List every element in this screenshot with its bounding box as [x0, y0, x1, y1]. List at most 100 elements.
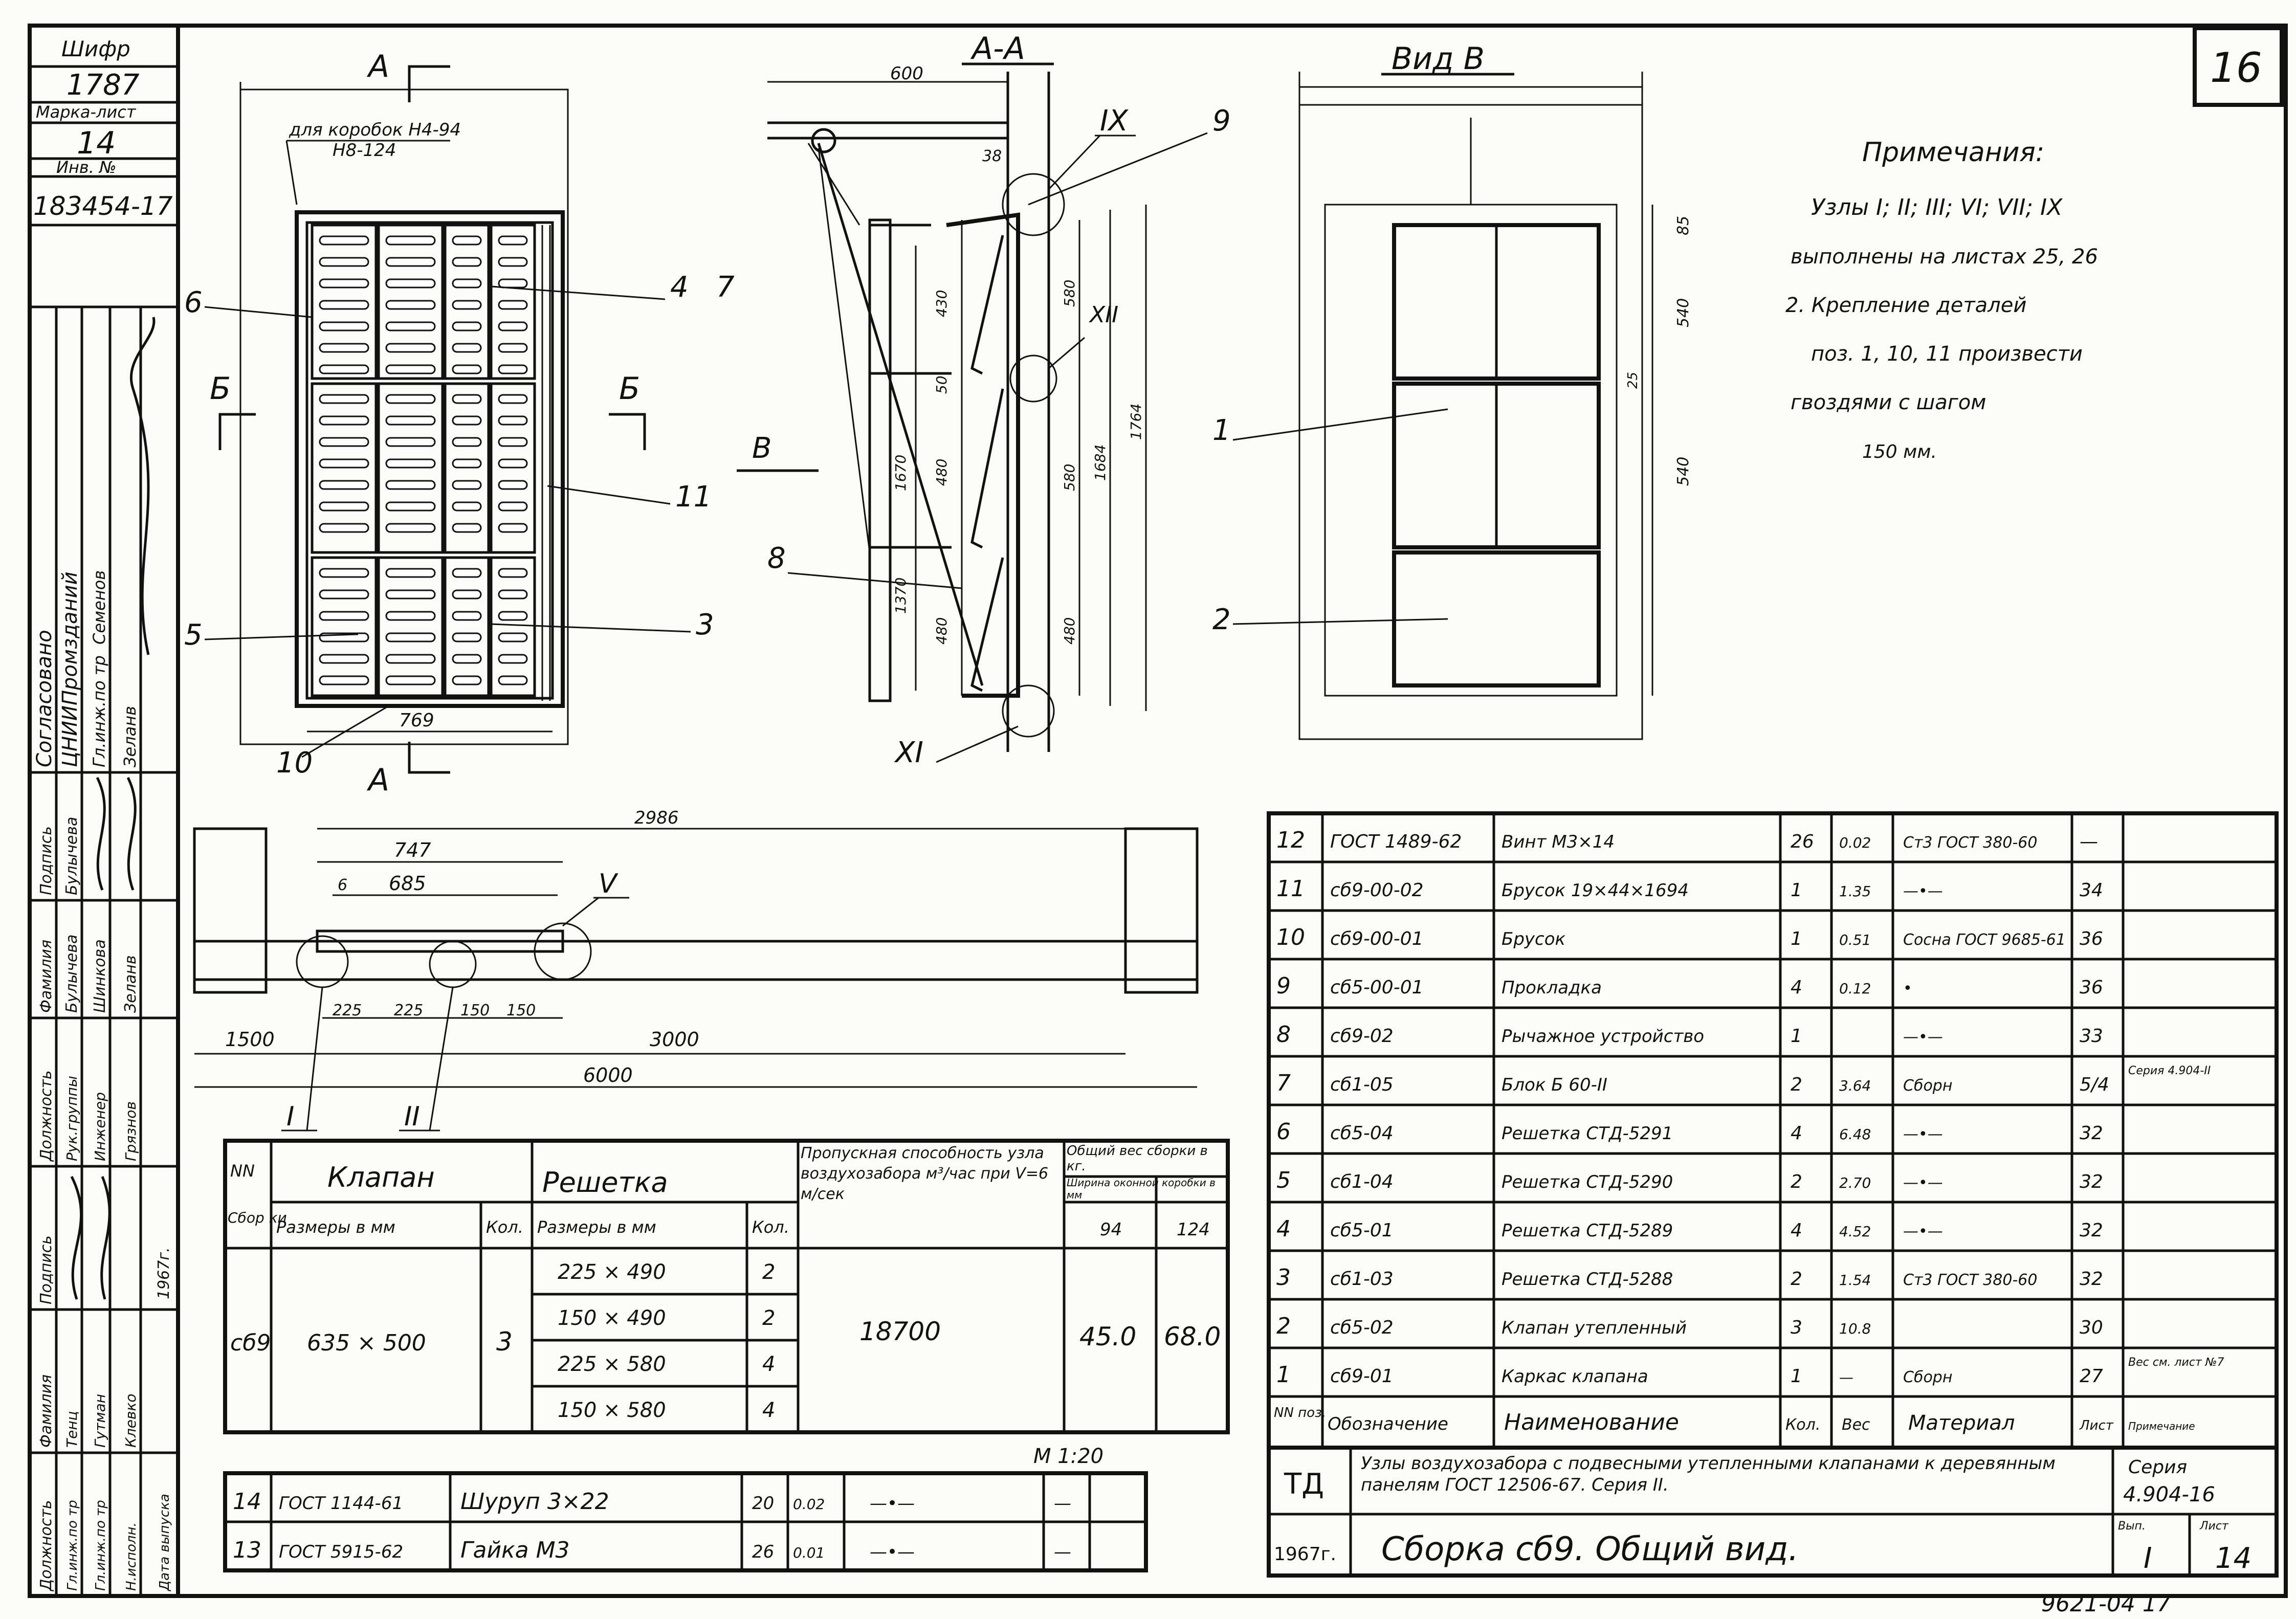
dim-580b: 580 — [1061, 464, 1078, 491]
small-spec-cell-note: — — [1054, 1493, 1071, 1514]
small-spec-cell-mat: —•— — [870, 1542, 915, 1562]
spec-cell-mass: 10.8 — [1839, 1320, 1871, 1337]
vt-h-reshetka: Решетка — [542, 1166, 668, 1199]
grille-slot — [319, 480, 369, 490]
spec-cell-mat: —•— — [1903, 1028, 1943, 1046]
plan-dim-3000: 3000 — [650, 1028, 699, 1051]
spec-cell-doc: сб9-02 — [1330, 1026, 1394, 1047]
notes-line6: 150 мм. — [1862, 441, 1937, 462]
front-note: для коробок Н4-94 — [289, 120, 461, 140]
spec-cell-qty: 2 — [1791, 1171, 1802, 1192]
front-view: А А для коробок Н4-94 Н8-124 — [184, 49, 735, 798]
spec-cell-sheet: 30 — [2080, 1317, 2103, 1338]
spec-cell-name: Рычажное устройство — [1502, 1026, 1704, 1047]
notes: Примечания: Узлы I; II; III; VI; VII; IX… — [1785, 137, 2098, 462]
spec-h-name: Наименование — [1504, 1409, 1679, 1435]
spec-cell-qty: 1 — [1791, 1366, 1802, 1387]
plan-dim-747: 747 — [394, 839, 431, 861]
grille-slot — [319, 523, 369, 533]
grille-slot — [498, 589, 528, 600]
misc-3: Зеланв — [120, 706, 140, 767]
familiya-6: Гутман — [92, 1394, 108, 1448]
grille-slot — [498, 394, 528, 404]
grille-slot — [452, 343, 482, 353]
familiya-5: Тенц — [63, 1411, 80, 1448]
vt-h-razmery2: Размеры в мм — [537, 1217, 656, 1237]
tb-seria-label: Серия — [2128, 1457, 2187, 1478]
tb-desc: Узлы воздухозабора с подвесными утепленн… — [1361, 1453, 2056, 1495]
arrow-a-bottom: А — [366, 762, 389, 798]
plan-dim-225b: 225 — [394, 1002, 423, 1019]
grille-slot — [385, 235, 436, 246]
col-familiya-2: Фамилия — [37, 1374, 55, 1448]
notes-line4: поз. 1, 10, 11 произвести — [1811, 342, 2083, 366]
col-podpis-2: Подпись — [37, 1235, 55, 1304]
grille-slot — [385, 675, 436, 685]
spec-cell-mass: 4.52 — [1839, 1223, 1871, 1240]
spec-cell-name: Решетка СТД-5290 — [1502, 1172, 1673, 1192]
spec-cell-pos: 9 — [1276, 973, 1291, 999]
small-spec-cell-mass: 0.02 — [793, 1496, 825, 1513]
grille-slot — [452, 632, 482, 642]
grille-slot — [385, 501, 436, 512]
plan-node-i: I — [286, 1101, 294, 1132]
col-familiya: Фамилия — [37, 940, 55, 1013]
dim-480b: 480 — [933, 617, 950, 645]
spec-cell-mat: —•— — [1903, 1125, 1943, 1143]
vt-grille-3-size: 225 × 580 — [558, 1352, 666, 1376]
spec-cell-pos: 7 — [1276, 1070, 1291, 1096]
grille-slot — [319, 654, 369, 664]
spec-cell-mat: Ст3 ГОСТ 380-60 — [1903, 834, 2037, 852]
plan-view: 2986 747 685 6 V 225 225 150 150 1500 30… — [193, 808, 1199, 1132]
pos-4: 4 — [670, 271, 689, 304]
spec-cell-mat: Ст3 ГОСТ 380-60 — [1903, 1271, 2037, 1289]
vv-dim-540a: 540 — [1674, 298, 1692, 327]
dim-480a: 480 — [933, 459, 950, 486]
dolzhnost-2: Инженер — [92, 1092, 108, 1161]
vv-dim-540b: 540 — [1674, 457, 1692, 486]
grille-slot — [319, 611, 369, 621]
signature-2 — [96, 777, 106, 891]
spec-cell-mat: Сборн — [1903, 1077, 1952, 1095]
grille-slot — [452, 415, 482, 426]
grille-slot — [385, 343, 436, 353]
spec-cell-name: Клапан утепленный — [1502, 1318, 1687, 1338]
spec-cell-mat: Сборн — [1903, 1368, 1952, 1386]
grille-slot — [385, 321, 436, 331]
sheet-number-box — [2193, 26, 2284, 107]
spec-cell-sheet: 34 — [2080, 880, 2103, 901]
tb-vyp-label: Вып. — [2118, 1520, 2146, 1533]
small-spec-cell-qty: 20 — [752, 1493, 774, 1514]
grille-slot — [319, 437, 369, 447]
spec-h-mass: Вес — [1842, 1416, 1870, 1434]
tb-list: 14 — [2215, 1542, 2251, 1575]
spec-cell-pos: 5 — [1276, 1167, 1291, 1193]
date-label: Дата выпуска — [157, 1494, 172, 1591]
grille-slot — [319, 321, 369, 331]
front-note-2: Н8-124 — [333, 140, 396, 161]
grille-slot — [319, 415, 369, 426]
title-block: ТД Узлы воздухозабора с подвесными утепл… — [1267, 1446, 2279, 1578]
soglasovano: Согласовано — [33, 630, 56, 767]
col-podpis: Подпись — [37, 826, 55, 895]
misc-2: Семенов — [90, 570, 109, 645]
sheet-number: 16 — [2210, 44, 2262, 92]
misc-1: Гл.инж.по тр — [90, 655, 109, 767]
dim-1684: 1684 — [1092, 445, 1109, 481]
pos-7: 7 — [716, 271, 735, 304]
spec-cell-qty: 4 — [1791, 977, 1802, 998]
spec-cell-mass: — — [1839, 1369, 1853, 1386]
small-spec-cell-name: Гайка М3 — [460, 1537, 570, 1563]
spec-cell-name: Решетка СТД-5288 — [1502, 1269, 1673, 1290]
spec-cell-qty: 1 — [1791, 1026, 1802, 1047]
notes-line3: 2. Крепление деталей — [1785, 294, 2026, 317]
spec-cell-sheet: 36 — [2080, 928, 2103, 949]
vt-grille-2-size: 150 × 490 — [558, 1306, 666, 1330]
spec-cell-mass: 0.51 — [1839, 932, 1871, 948]
dim-1670: 1670 — [892, 455, 909, 491]
grille-slot — [385, 278, 436, 289]
dim-1764: 1764 — [1128, 404, 1144, 440]
tb-year: 1967г. — [1274, 1544, 1336, 1565]
signature-5 — [100, 1176, 111, 1300]
